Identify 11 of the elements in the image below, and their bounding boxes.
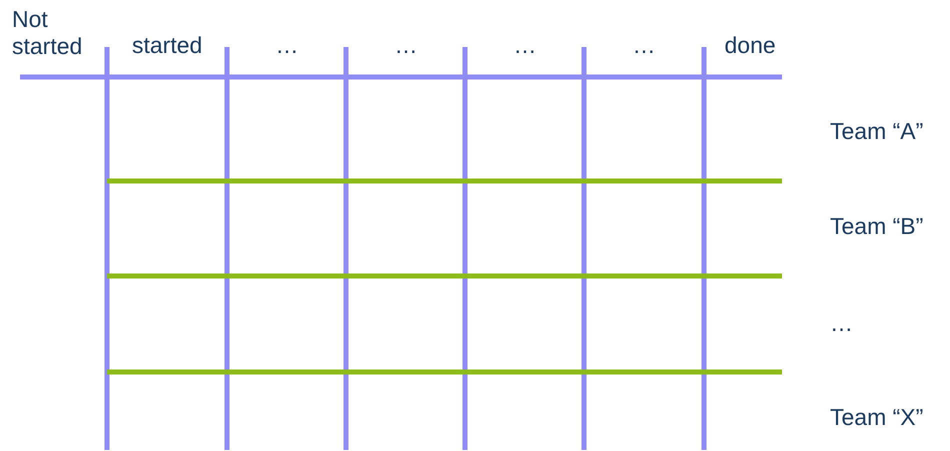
column-header: …	[276, 32, 298, 59]
column-header: started	[132, 32, 202, 59]
row-label: …	[830, 310, 853, 337]
column-header: Not started	[12, 6, 84, 60]
row-label: Team “B”	[830, 213, 924, 240]
column-header: …	[394, 32, 418, 59]
column-header: …	[632, 32, 656, 59]
row-label: Team “X”	[830, 404, 924, 431]
column-header: done	[724, 32, 776, 59]
row-label: Team “A”	[830, 118, 924, 145]
column-header: …	[514, 32, 536, 59]
